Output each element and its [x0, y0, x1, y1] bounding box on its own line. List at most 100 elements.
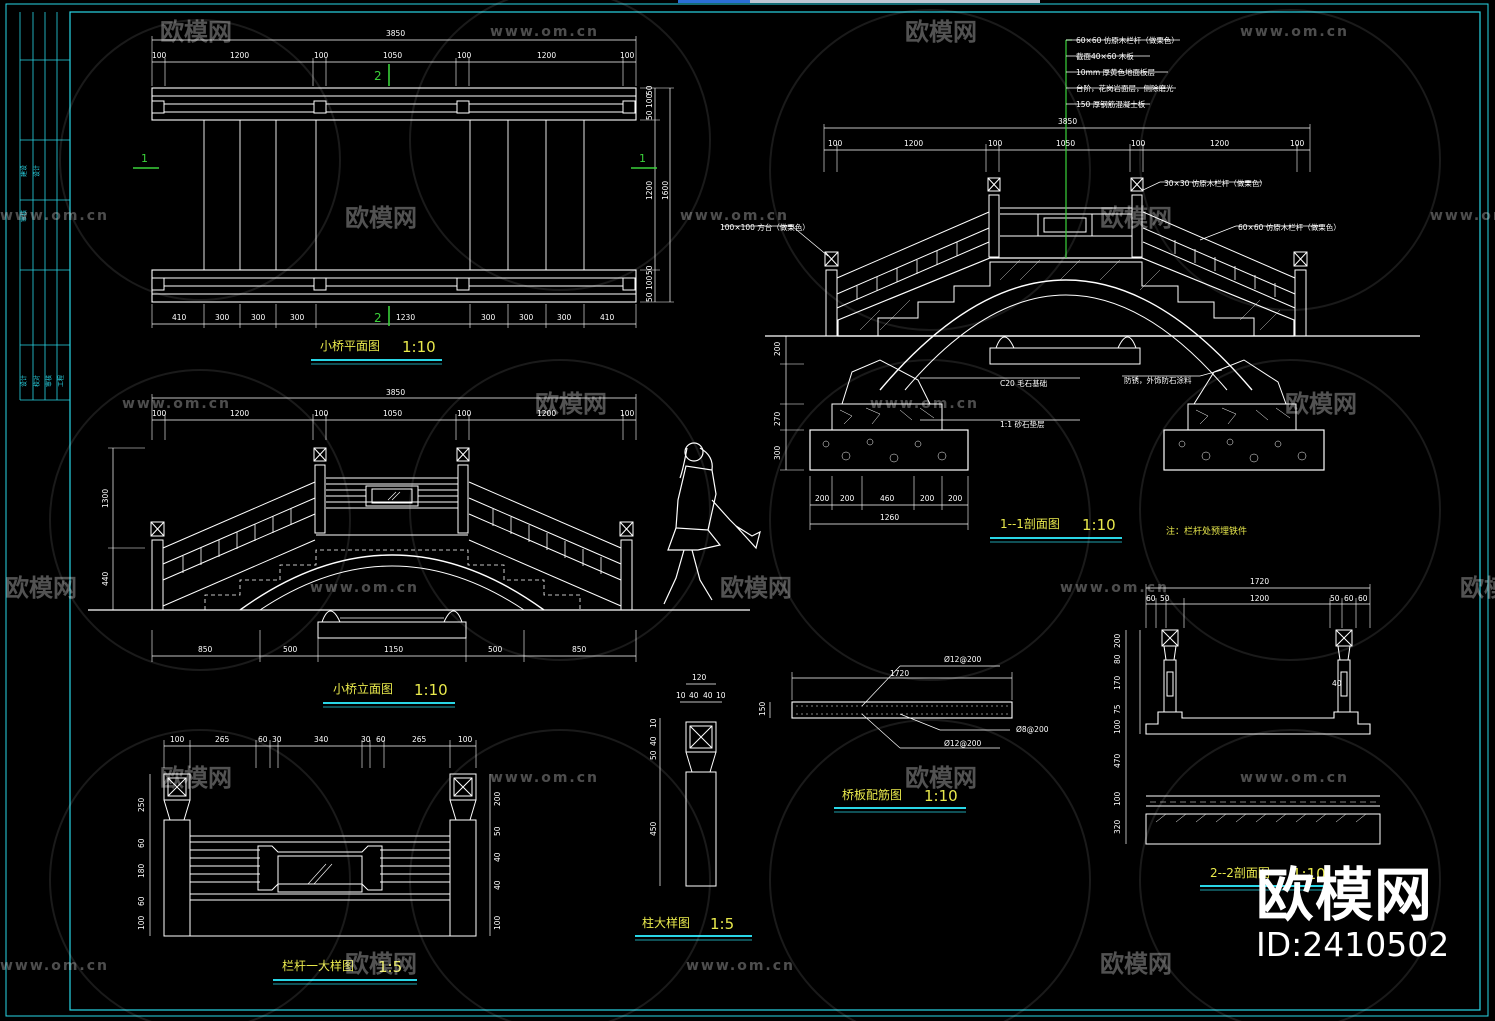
deck-rebar: Ø8@200 — [1016, 725, 1049, 734]
section22-scale: 1:10 — [1292, 865, 1326, 883]
elev-seg: 1200 — [537, 409, 556, 418]
rail-seg: 340 — [314, 735, 329, 744]
elev-seg: 1200 — [230, 409, 249, 418]
watermark-circles — [49, 0, 1441, 1021]
s11-fdim: 200 — [920, 494, 935, 503]
s11-seg: 100 — [828, 139, 843, 148]
plan-section-markers — [133, 64, 657, 326]
topbar-tab-active[interactable] — [678, 0, 750, 3]
plan-view[interactable] — [151, 36, 674, 328]
tb-label: 校对 — [33, 375, 41, 387]
plan-seg: 1200 — [230, 51, 249, 60]
section11-texts: 3850 100 1200 100 1050 100 1200 100 60×6… — [720, 35, 1341, 537]
deck-rebar-detail[interactable] — [769, 665, 1013, 749]
rail-seg: 100 — [458, 735, 473, 744]
watermark-logo: 欧模网 — [1460, 574, 1495, 602]
plan-bseg: 300 — [481, 313, 496, 322]
watermark-url: www.om.cn — [0, 208, 109, 224]
deck-thk: 150 — [758, 701, 767, 716]
s22-seg: 60 — [1146, 594, 1156, 603]
section-mark-1-right: 1 — [639, 152, 646, 165]
s22-seg: 60 — [1344, 594, 1354, 603]
section11-view[interactable] — [765, 124, 1420, 530]
rail-seg: 265 — [412, 735, 427, 744]
s22-ldim: 320 — [1113, 819, 1122, 834]
s11-seg: 1200 — [1210, 139, 1229, 148]
rail-ldim: 60 — [137, 896, 146, 906]
plan-seg: 100 — [314, 51, 329, 60]
section-mark-1-left: 1 — [141, 152, 148, 165]
plan-seg: 1200 — [537, 51, 556, 60]
plan-seg: 1050 — [383, 51, 402, 60]
watermark-url: www.om.cn — [680, 208, 789, 224]
plan-bseg: 300 — [251, 313, 266, 322]
section11-leader — [1065, 39, 1072, 258]
elev-seg: 1050 — [383, 409, 402, 418]
elevation-view[interactable] — [88, 394, 750, 662]
elev-seg: 100 — [457, 409, 472, 418]
s11-fdim: 460 — [880, 494, 895, 503]
rail-seg: 30 — [272, 735, 282, 744]
rail-ldim: 250 — [137, 797, 146, 812]
tb-label: 工程 — [57, 375, 65, 387]
plan-bseg: 300 — [519, 313, 534, 322]
s22-ldim: 100 — [1113, 719, 1122, 734]
post-seg: 10 — [716, 691, 726, 700]
s22-ldim: 80 — [1113, 654, 1122, 664]
section22-texts: 1720 60 50 1200 50 60 60 200 80 170 75 1… — [1113, 577, 1368, 883]
post-detail[interactable] — [659, 683, 722, 887]
topbar-tab[interactable] — [750, 0, 1040, 3]
drawing-inner-frame — [69, 11, 1481, 1011]
s22-rdim: 40 — [1332, 679, 1342, 688]
elevation-texts: 3850 100 1200 100 1050 100 1200 100 1300… — [101, 388, 635, 699]
s11-seg: 1050 — [1056, 139, 1075, 148]
watermark-logo: 欧模网 — [535, 390, 607, 418]
s22-seg: 60 — [1358, 594, 1368, 603]
watermark-url: www.om.cn — [1240, 24, 1349, 40]
s11-note: 截面40×60 木板 — [1076, 51, 1134, 61]
plan-bseg: 300 — [290, 313, 305, 322]
railing-detail[interactable] — [149, 740, 491, 937]
watermark-logo: 欧模网 — [905, 18, 977, 46]
railing-title: 栏杆一大样图 — [282, 958, 354, 973]
watermark-logo: 欧模网 — [1100, 950, 1172, 978]
s22-ldim: 200 — [1113, 633, 1122, 648]
s11-note: 10mm 厚黄色地面板层 — [1076, 67, 1156, 77]
rail-rdim: 50 — [493, 826, 502, 836]
deck-title: 桥板配筋图 — [842, 787, 902, 802]
s11-ftotal: 1260 — [880, 513, 899, 522]
elevation-scale: 1:10 — [414, 681, 448, 699]
watermark-url: www.om.cn — [1430, 208, 1495, 224]
watermark-logos: 欧模网 欧模网 欧模网 欧模网 欧模网 欧模网 欧模网 欧模网 欧模网 欧模网 … — [5, 18, 1495, 978]
elev-ldim: 1300 — [101, 489, 110, 508]
plan-texts: 3850 100 1200 100 1050 100 1200 100 410 … — [141, 29, 670, 356]
brand-name: 欧模网 — [1256, 861, 1434, 929]
elev-bseg: 1150 — [384, 645, 403, 654]
title-block — [19, 12, 70, 401]
rail-ldim: 180 — [137, 863, 146, 878]
brand-id: ID:2410502 — [1256, 925, 1450, 964]
watermark-logo: 欧模网 — [1285, 390, 1357, 418]
deck-texts: 1720 150 Ø12@200 Ø8@200 Ø12@200 桥板配筋图 1:… — [758, 655, 1049, 805]
plan-rdim: 100 — [645, 275, 654, 290]
watermark-url: www.om.cn — [490, 770, 599, 786]
deck-rebar: Ø12@200 — [944, 739, 981, 748]
post-ldim: 10 — [649, 718, 658, 728]
plan-rdim: 50 — [645, 292, 654, 302]
watermark-url: www.om.cn — [686, 958, 795, 974]
elev-seg: 100 — [620, 409, 635, 418]
s11-seg: 1200 — [904, 139, 923, 148]
plan-rdim: 50 — [645, 110, 654, 120]
deck-title-underline — [834, 807, 966, 813]
deck-rebar: Ø12@200 — [944, 655, 981, 664]
plan-bseg: 410 — [172, 313, 187, 322]
s11-note: 60×60 仿原木栏杆（做栗色） — [1076, 35, 1179, 45]
plan-title: 小桥平面图 — [320, 339, 380, 353]
section22-view[interactable] — [1125, 584, 1381, 845]
elev-total: 3850 — [386, 388, 405, 397]
watermark-logo: 欧模网 — [160, 18, 232, 46]
watermark-url: www.om.cn — [1240, 770, 1349, 786]
s22-seg: 50 — [1330, 594, 1340, 603]
s11-callout: C20 毛石基础 — [1000, 378, 1047, 388]
